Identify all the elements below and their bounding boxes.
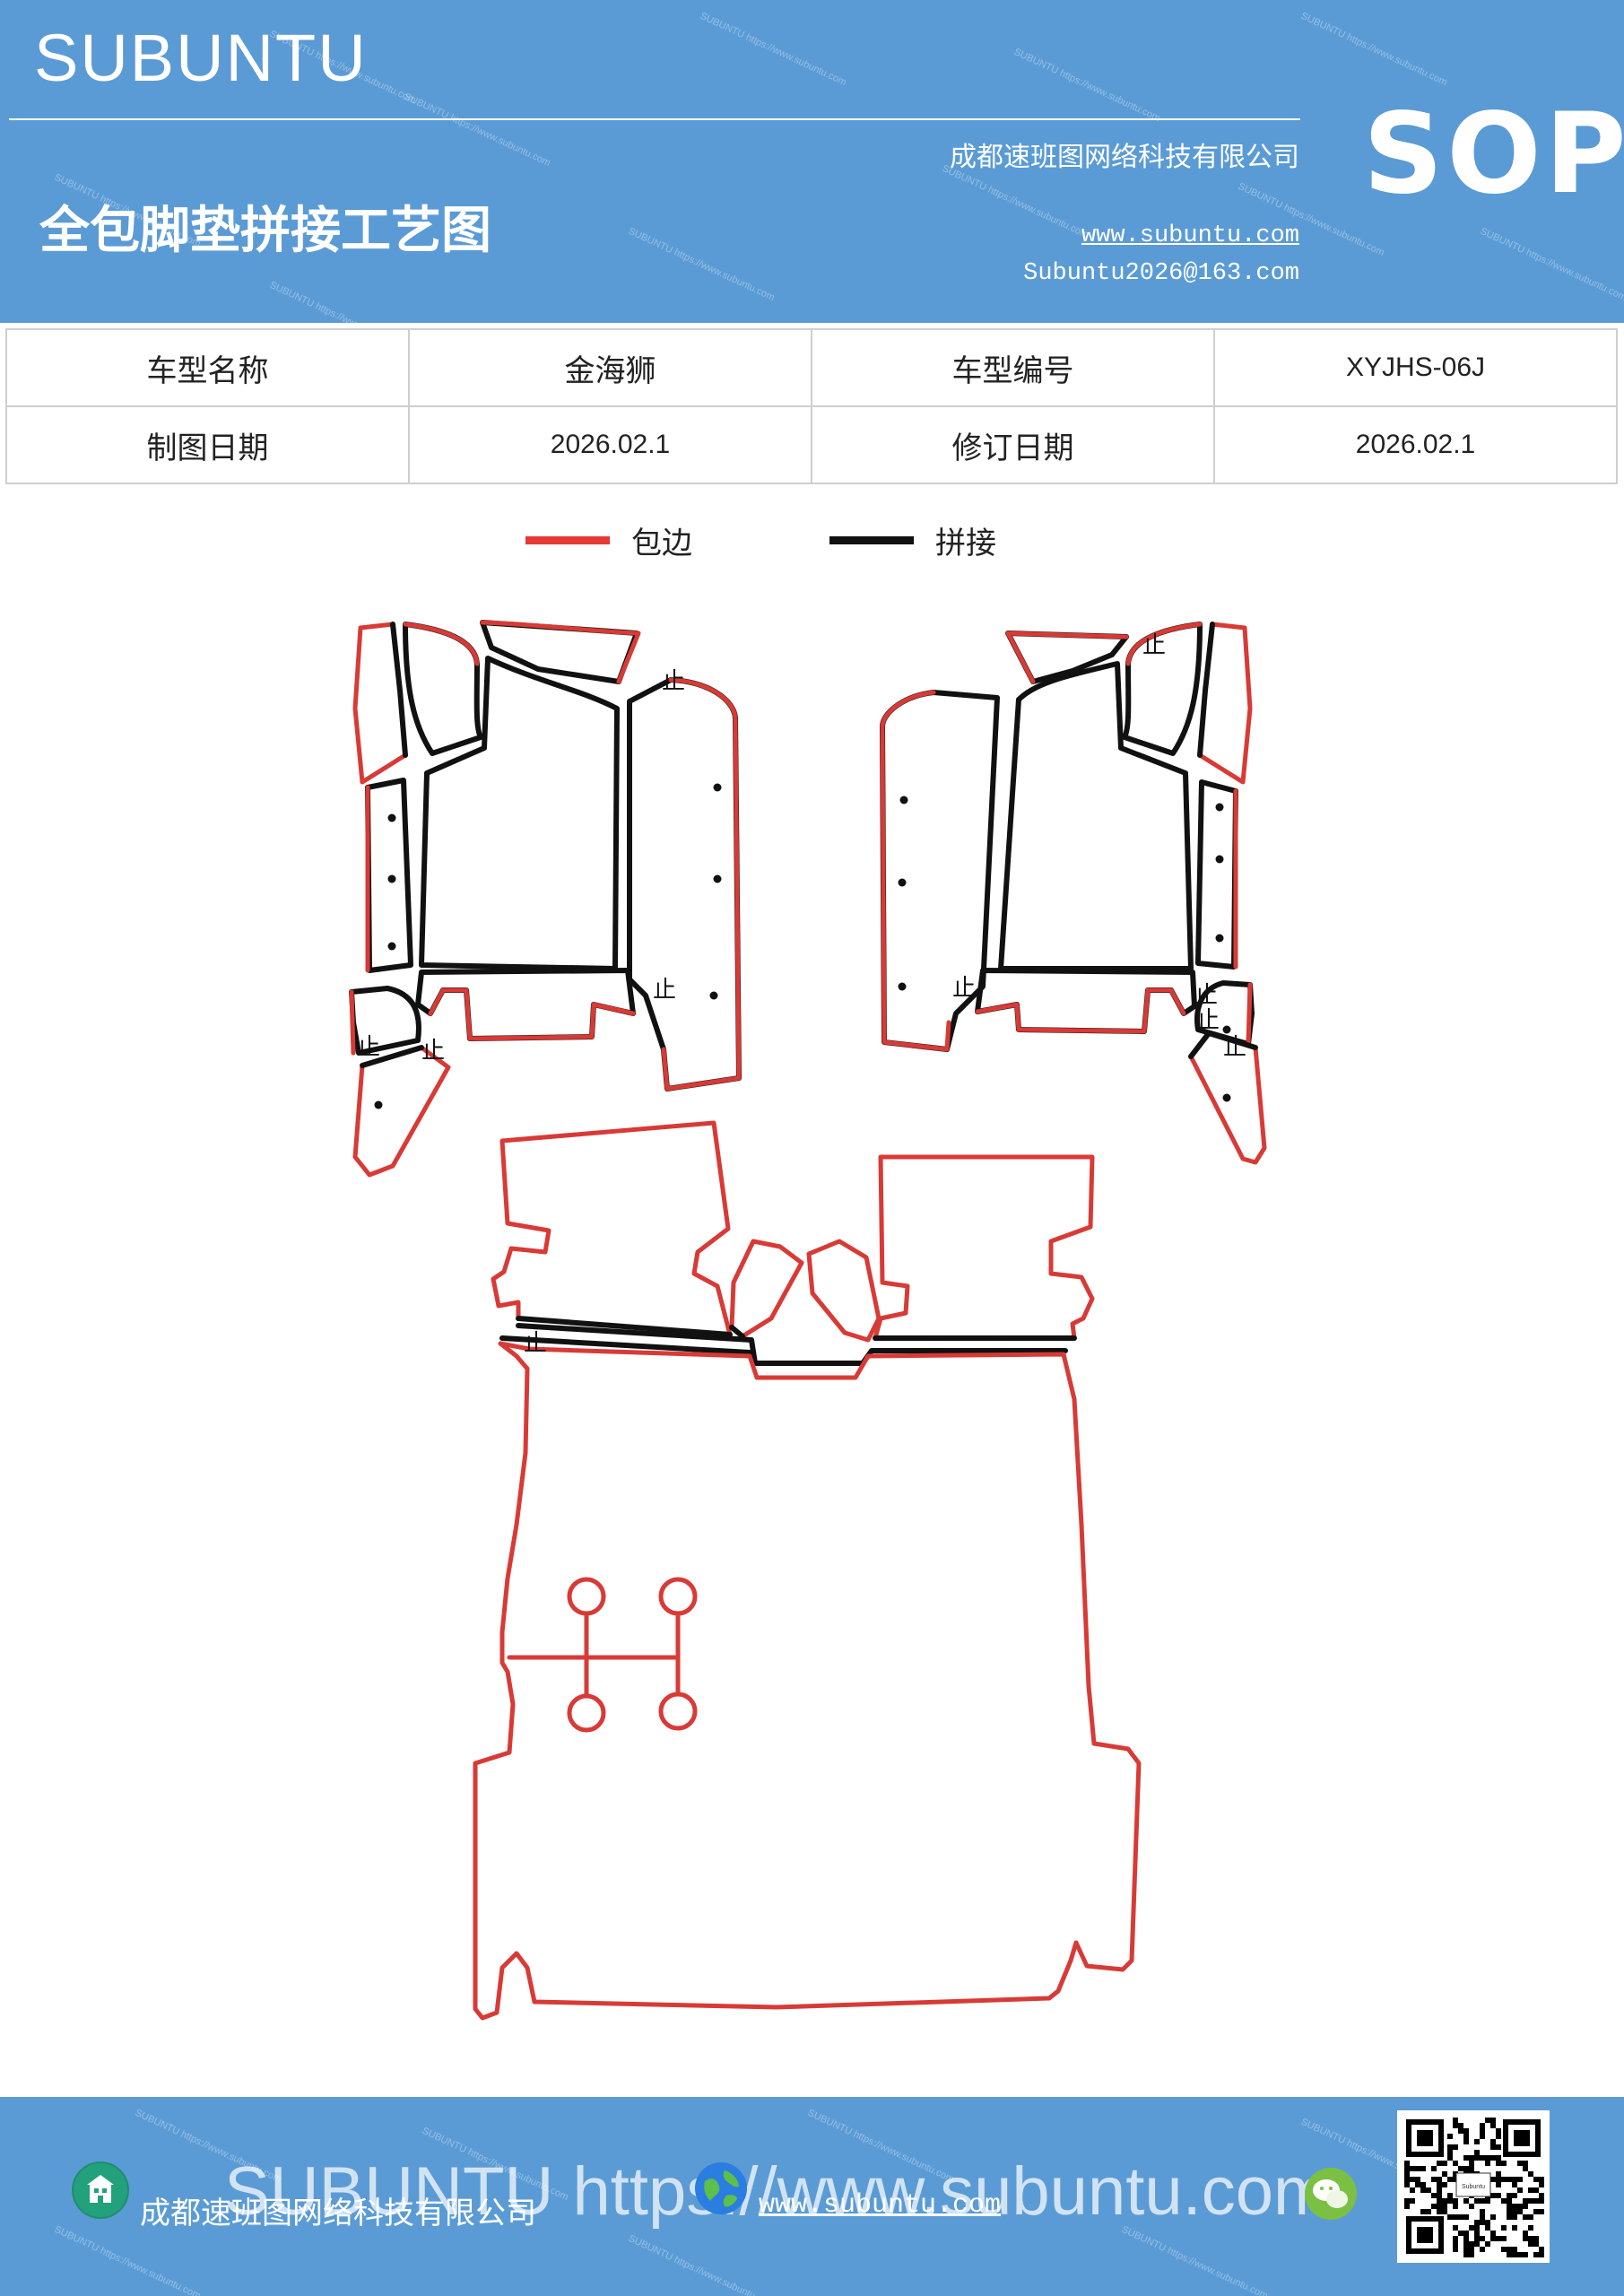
building-icon — [72, 2161, 129, 2219]
dot-marker — [898, 878, 907, 887]
legend-label: 包边 — [631, 526, 692, 561]
mat-piece-rear-right-triangle — [806, 1239, 881, 1343]
qr-caption: Subuntu — [1462, 2184, 1485, 2190]
stop-mark: 止 — [524, 1330, 547, 1357]
legend: 包边 拼接 — [0, 518, 1624, 572]
dot-marker — [374, 1100, 383, 1109]
table-cell: 2026.02.1 — [408, 405, 812, 484]
mat-piece-left-lower-small — [349, 986, 421, 1056]
mat-piece-rear-left-triangle — [729, 1239, 804, 1339]
stop-mark: 止 — [952, 975, 976, 1002]
qr-code: Subuntu — [1397, 2110, 1550, 2263]
table-cell: 金海狮 — [408, 328, 812, 407]
table-row: 制图日期 2026.02.1 修订日期 2026.02.1 — [5, 405, 1618, 484]
mat-piece-rear-right-block — [873, 1154, 1095, 1341]
mat-piece-left-long-strip — [627, 677, 742, 1091]
wechat-icon — [1302, 2165, 1359, 2222]
sop-badge: SOP — [1363, 90, 1624, 219]
table-cell: 制图日期 — [5, 405, 410, 484]
mat-piece-rear-seam-strip — [516, 1323, 1068, 1366]
mat-piece-left-side — [365, 778, 413, 973]
svg-text:SUBUNTU https://www.subuntu.co: SUBUNTU https://www.subuntu.com — [627, 2233, 777, 2296]
table-cell: XYJHS-06J — [1213, 328, 1618, 407]
red-line-swatch — [525, 536, 610, 544]
footer-banner: SUBUNTU https://www.subuntu.com SUBUNTU … — [0, 2097, 1624, 2296]
stop-mark: 止 — [357, 1034, 380, 1061]
stop-mark: 止 — [653, 977, 676, 1004]
legend-item-seam: 拼接 — [829, 518, 996, 562]
dot-marker — [898, 982, 907, 991]
stop-mark: 止 — [1194, 982, 1218, 1009]
website-link[interactable]: www.subuntu.com — [1081, 222, 1299, 249]
stop-mark: 止 — [1142, 632, 1166, 659]
email-address[interactable]: Subuntu2026@163.com — [1023, 260, 1299, 287]
rear-upper-mat-group — [491, 1120, 1095, 1366]
dot-marker — [387, 942, 396, 951]
company-name: 成都速班图网络科技有限公司 — [950, 142, 1299, 173]
dot-marker — [1215, 803, 1224, 812]
header-divider — [9, 118, 1300, 120]
legend-item-edge: 包边 — [525, 518, 692, 562]
stop-mark: 止 — [1196, 1007, 1220, 1034]
mat-piece-left-top-curve — [403, 622, 483, 756]
document-title: 全包脚垫拼接工艺图 — [39, 202, 491, 260]
mat-piece-left-lower-foot — [352, 1045, 451, 1178]
dot-marker — [1222, 1025, 1231, 1034]
dot-marker — [387, 813, 396, 822]
rear-floor-mat-group — [473, 1341, 1142, 2021]
brand-logo-text: SUBUNTU — [34, 21, 368, 95]
table-cell: 2026.02.1 — [1213, 405, 1618, 484]
floor-mat-diagram: 止 止 止 止 止 止 止 止 止 止 — [349, 620, 1267, 2021]
svg-text:SUBUNTU https://www.subuntu.co: SUBUNTU https://www.subuntu.com — [53, 2224, 203, 2296]
stop-marks: 止 止 止 止 止 止 止 止 止 止 — [357, 632, 1246, 1357]
dot-marker — [1215, 855, 1224, 864]
dot-marker — [709, 991, 718, 1000]
footer-company-name: 成都速班图网络科技有限公司 — [140, 2196, 536, 2231]
table-row: 车型名称 金海狮 车型编号 XYJHS-06J — [5, 328, 1618, 407]
dot-marker — [713, 874, 722, 883]
dot-marker — [713, 783, 722, 792]
black-line-swatch — [829, 536, 914, 544]
footer-website-link[interactable]: www.subuntu.com — [759, 2190, 1002, 2221]
dot-marker — [1222, 1093, 1231, 1102]
dot-marker — [387, 874, 396, 883]
table-cell: 车型编号 — [811, 328, 1215, 407]
left-front-mat-group — [349, 620, 742, 1178]
right-front-mat-group — [880, 622, 1267, 1165]
table-cell: 修订日期 — [811, 405, 1215, 484]
svg-text:SUBUNTU https://www.subuntu.co: SUBUNTU https://www.subuntu.com — [1120, 2224, 1270, 2296]
stop-mark: 止 — [662, 668, 685, 695]
globe-icon — [692, 2160, 750, 2217]
table-cell: 车型名称 — [5, 328, 410, 407]
footer-watermark: SUBUNTU https://www.subuntu.com — [224, 2153, 1331, 2230]
mat-piece-left-main — [419, 656, 620, 971]
dot-marker — [1215, 934, 1224, 943]
gear-shift-cutout — [507, 1577, 698, 1733]
stop-mark: 止 — [421, 1038, 445, 1065]
mat-piece-rear-floor — [473, 1341, 1142, 2021]
mat-piece-rear-left-block — [491, 1120, 733, 1337]
legend-label: 拼接 — [935, 526, 996, 561]
dot-marker — [899, 796, 908, 804]
vehicle-info-table: 车型名称 金海狮 车型编号 XYJHS-06J 制图日期 2026.02.1 修… — [5, 328, 1618, 484]
stop-mark: 止 — [1223, 1034, 1246, 1061]
